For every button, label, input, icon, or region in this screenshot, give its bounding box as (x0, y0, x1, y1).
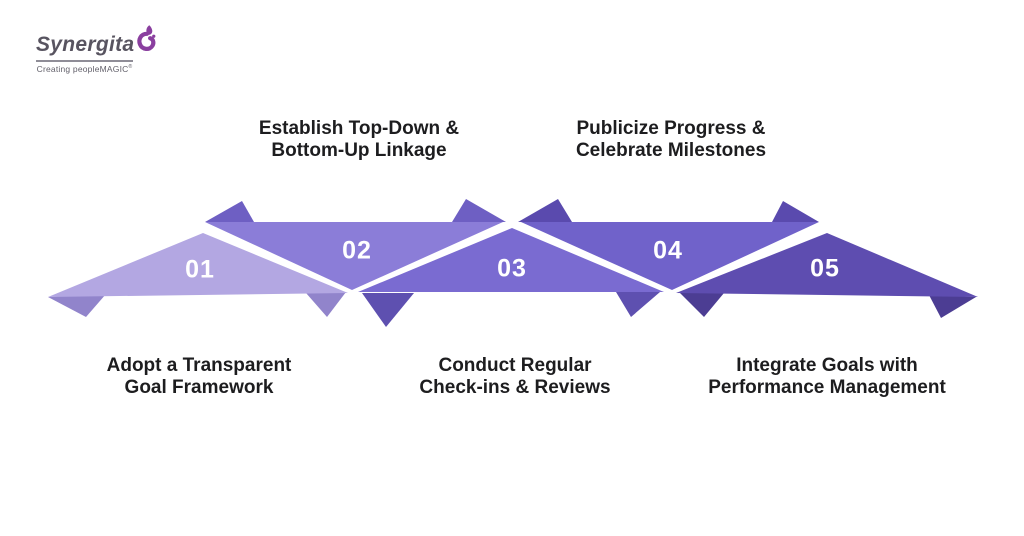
arrow-01-fold-right (306, 292, 346, 317)
step-02-number: 02 (342, 236, 372, 265)
brand-logo-row: Synergita (36, 24, 166, 55)
arrow-01-fold-left (48, 294, 106, 317)
step-04-title: Publicize Progress & Celebrate Milestone… (575, 118, 767, 161)
step-04-number: 04 (653, 236, 683, 265)
logo-divider (36, 60, 133, 62)
arrow-05-shape (676, 233, 978, 297)
step-05-number: 05 (810, 254, 840, 283)
step-02-title: Establish Top-Down & Bottom-Up Linkage (258, 118, 460, 161)
arrow-05-fold-left (680, 293, 724, 317)
arrow-03-fold-left (362, 293, 414, 327)
arrow-03-fold-right (616, 292, 660, 317)
step-05-title: Integrate Goals with Performance Managem… (708, 355, 946, 398)
arrow-04-shape (521, 222, 819, 290)
brand-name: Synergita (36, 33, 135, 56)
brand-logo: Synergita Creating peopleMAGIC® (36, 24, 166, 74)
arrow-02-shape (205, 222, 503, 290)
arrow-04-wing-right (772, 201, 819, 222)
arrow-02-wing-left (205, 201, 254, 222)
brand-tagline: Creating peopleMAGIC® (36, 64, 133, 74)
step-03-title: Conduct Regular Check-ins & Reviews (419, 355, 611, 398)
step-01-number: 01 (185, 255, 215, 284)
arrow-04-wing-left (518, 199, 572, 222)
step-01-title: Adopt a Transparent Goal Framework (106, 355, 292, 398)
registered-mark: ® (128, 64, 133, 71)
brand-tagline-text: Creating peopleMAGIC (36, 64, 129, 74)
arrow-03-shape (358, 228, 664, 292)
arrow-01-shape (48, 233, 348, 297)
arrow-05-fold-right (929, 295, 976, 318)
brand-flame-icon (137, 25, 156, 51)
arrow-02-wing-right (452, 199, 506, 222)
step-03-number: 03 (497, 254, 527, 283)
